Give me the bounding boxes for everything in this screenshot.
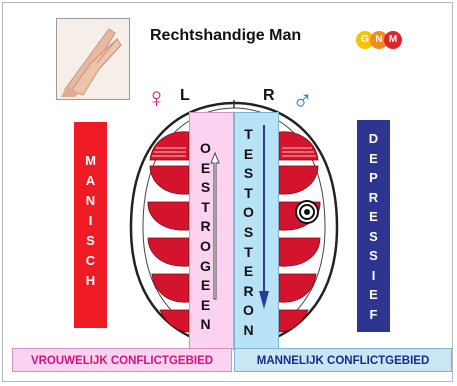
oestrogeen-letter-7: G — [200, 257, 211, 274]
male-conflict-area-label: MANNELIJK CONFLICTGEBIED — [234, 348, 452, 372]
oestrogeen-letter-1: O — [200, 140, 211, 156]
depressief-letter-7: S — [369, 248, 378, 263]
female-conflict-area-label: VROUWELIJK CONFLICTGEBIED — [12, 348, 232, 372]
testosteron-letter-5: O — [243, 204, 254, 221]
right-lobe-6 — [278, 309, 309, 333]
diagram-frame — [2, 2, 453, 382]
depressief-letter-3: P — [369, 170, 378, 185]
up-arrow-icon — [210, 151, 220, 300]
manisch-letter-2: A — [85, 173, 96, 188]
left-side-label: L — [180, 87, 190, 104]
testosteron-letter-4: T — [244, 184, 253, 201]
diagram-title: Rechtshandige Man — [150, 27, 302, 44]
right-hemisphere-lobes — [278, 131, 321, 333]
testosteron-letter-6: S — [243, 224, 254, 240]
male-symbol-icon: ♂ — [292, 84, 313, 115]
female-symbol-icon: ♀ — [146, 82, 167, 113]
left-lobe-4 — [147, 237, 190, 267]
oestrogeen-letter-9: E — [200, 296, 211, 313]
testosteron-letter-2: E — [243, 145, 254, 162]
testosteron-letter-7: T — [244, 243, 253, 260]
oestrogeen-letter-5: R — [200, 218, 211, 235]
right-lobe-4 — [278, 237, 321, 267]
depressief-letter-5: E — [369, 209, 378, 224]
right-side-label: R — [263, 87, 275, 104]
right-lobe-1 — [278, 131, 319, 161]
testosteron-letter-8: E — [243, 263, 254, 280]
manisch-letter-5: S — [86, 233, 95, 248]
left-lobe-1 — [149, 131, 190, 161]
oestrogeen-letter-4: T — [201, 198, 210, 215]
manisch-letter-6: C — [85, 253, 96, 268]
oestrogeen-letter-6: O — [200, 238, 211, 254]
depressief-letter-8: I — [371, 267, 376, 283]
depressief-letter-6: S — [369, 228, 378, 244]
oestrogeen-letter-8: E — [200, 277, 211, 294]
testosteron-letter-9: R — [243, 282, 254, 299]
striated-patches — [152, 147, 316, 157]
depressief-letter-10: F — [369, 306, 378, 322]
oestrogeen-letter-10: N — [200, 316, 211, 333]
clapping-hands-image — [57, 19, 127, 97]
manisch-letter-4: I — [88, 213, 93, 228]
depressief-letter-1: D — [368, 131, 379, 146]
manisch-letter-7: H — [85, 273, 96, 288]
left-hemisphere-lobes — [147, 131, 190, 333]
oestrogeen-letter-2: E — [200, 159, 211, 176]
testosteron-letter-3: S — [243, 165, 254, 182]
right-lobe-5 — [278, 273, 317, 303]
depressief-letter-2: E — [369, 150, 378, 166]
oestrogeen-letter-3: S — [200, 179, 211, 196]
left-lobe-3 — [147, 201, 190, 231]
hands-photo — [56, 18, 130, 100]
badge-letter-g: G — [356, 31, 374, 49]
manisch-letter-1: M — [85, 153, 96, 168]
badge-letter-m: M — [384, 31, 402, 49]
right-lobe-2 — [278, 165, 319, 195]
depressief-letter-4: R — [368, 189, 379, 205]
manisch-letter-3: N — [85, 193, 96, 208]
testosteron-letter-1: T — [244, 126, 253, 142]
testosteron-letter-10: O — [243, 302, 254, 319]
down-arrow-icon — [259, 125, 269, 309]
testosteron-letter-11: N — [243, 322, 254, 338]
badge-letter-n: N — [370, 31, 388, 49]
depressief-letter-9: E — [369, 287, 378, 302]
target-marker-icon — [295, 200, 319, 224]
